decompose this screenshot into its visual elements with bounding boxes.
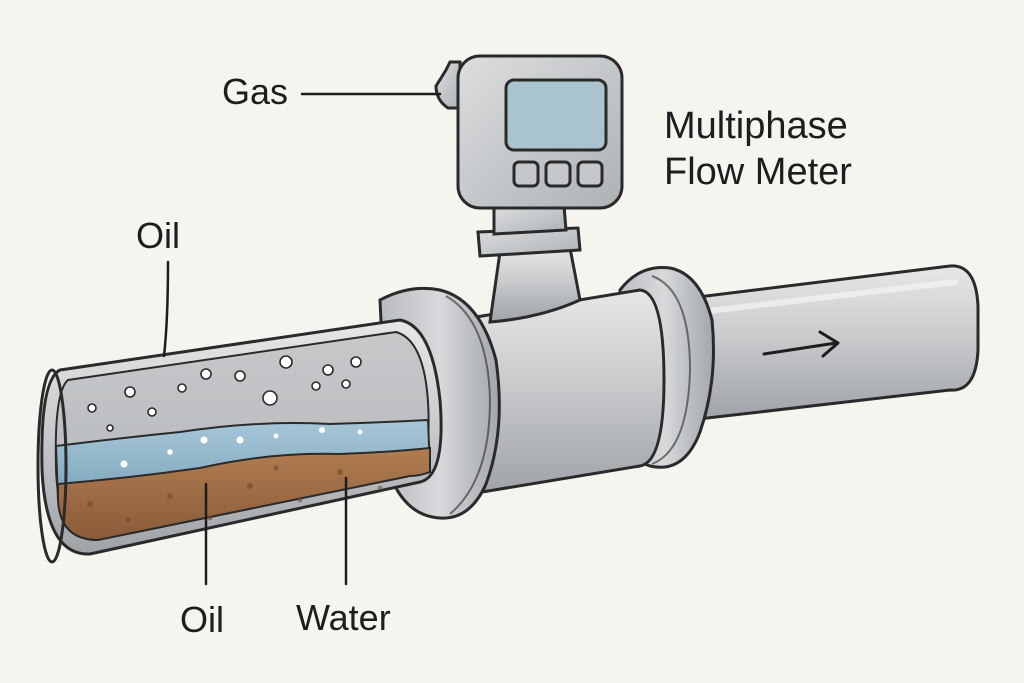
meter-stem <box>476 204 582 324</box>
meter-button-2[interactable] <box>544 160 572 188</box>
meter-title-line2: Flow Meter <box>664 151 852 193</box>
meter-head <box>434 54 624 210</box>
meter-button-1[interactable] <box>512 160 540 188</box>
leader-lines <box>162 92 442 586</box>
meter-body <box>468 288 666 496</box>
gas-label: Gas <box>222 71 288 112</box>
meter-screen <box>504 78 608 152</box>
water-label: Water <box>296 597 391 638</box>
oil-speckles <box>87 465 383 523</box>
meter-title-line1: Multiphase <box>664 105 848 147</box>
water-droplets <box>120 427 363 468</box>
oil-layer <box>57 446 431 542</box>
oil-bottom-label: Oil <box>180 599 224 640</box>
arrow-right-icon <box>762 330 840 358</box>
oil-top-label: Oil <box>136 215 180 256</box>
oil-top-leader-line <box>162 260 170 358</box>
meter-button-3[interactable] <box>576 160 604 188</box>
gas-bubbles <box>87 355 362 432</box>
